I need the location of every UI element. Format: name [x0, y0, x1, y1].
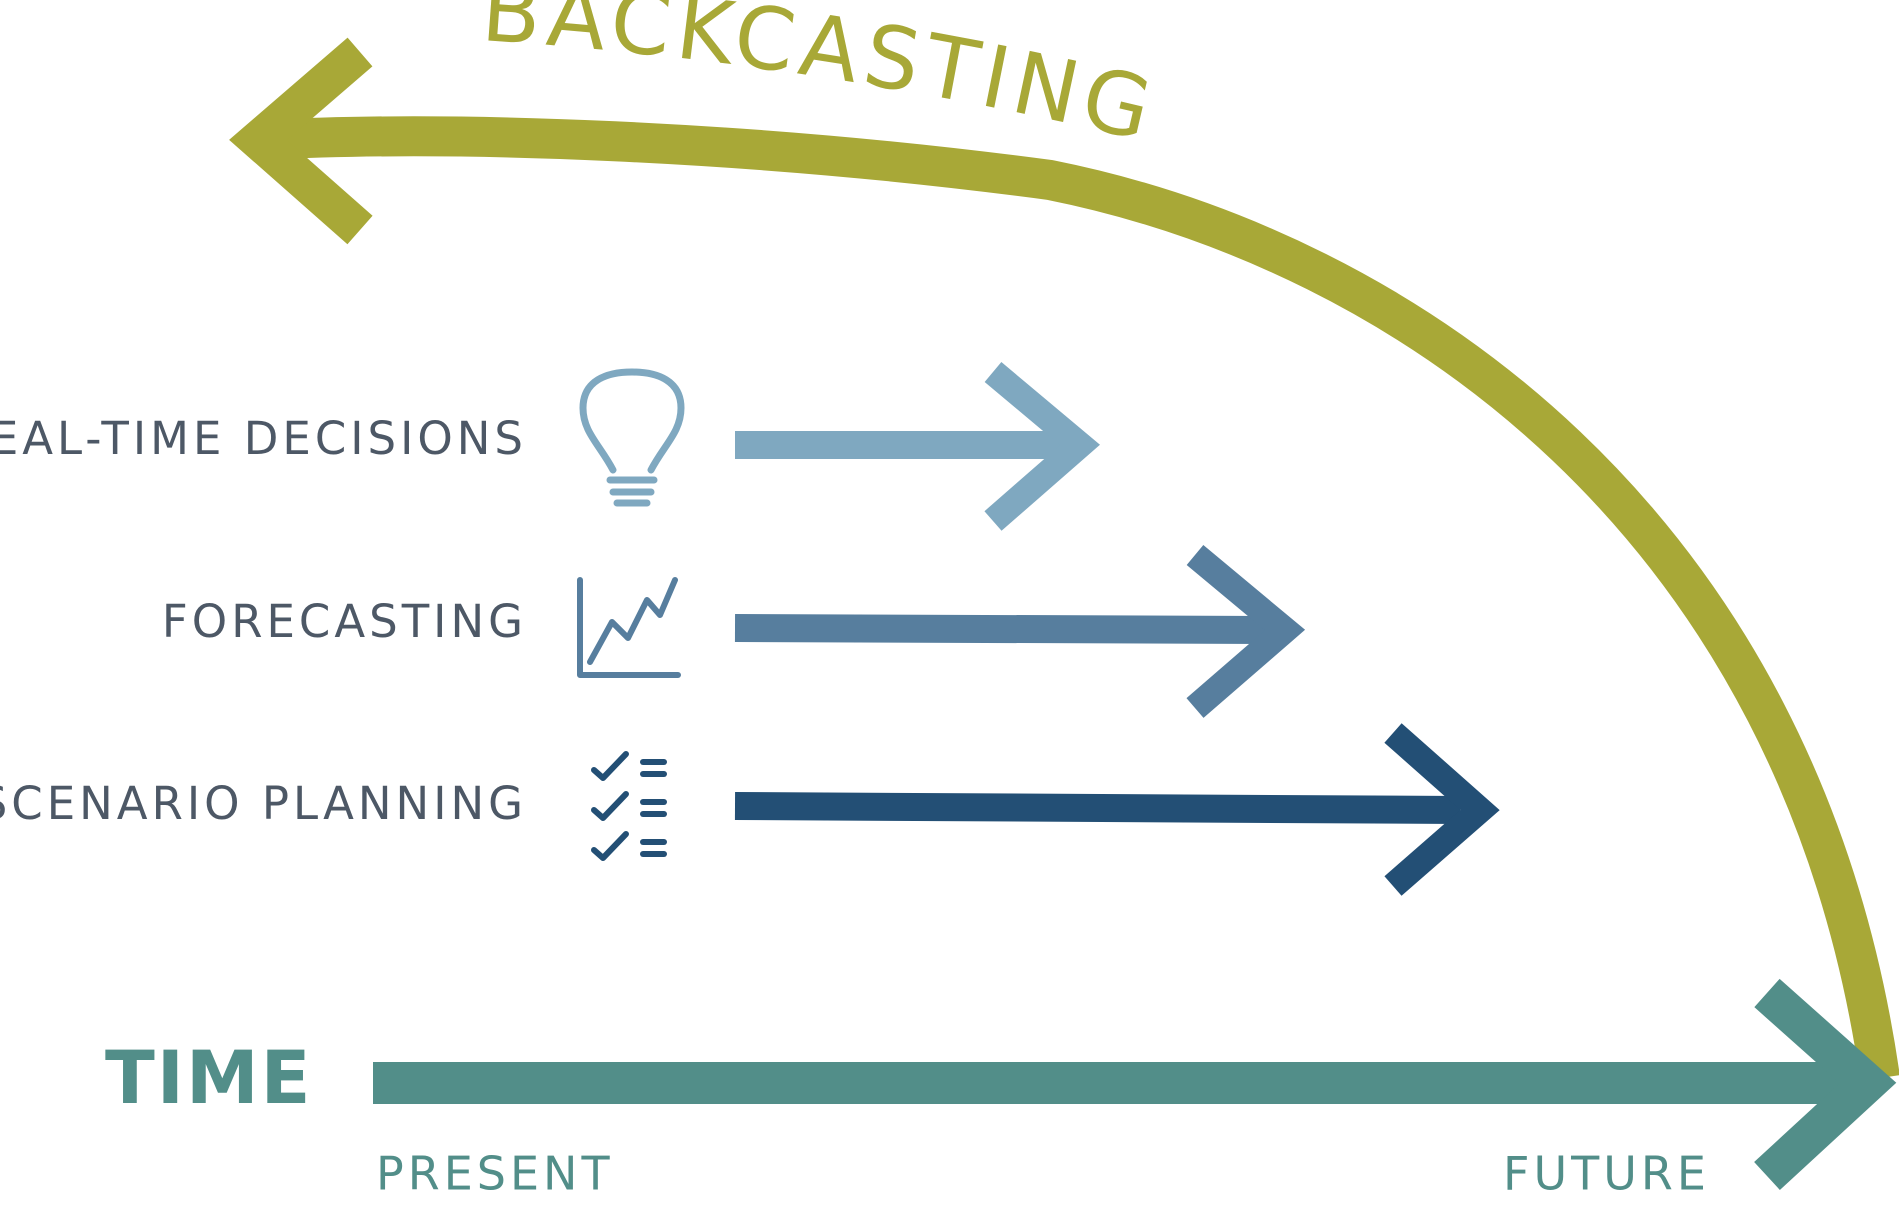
arrow-shaft-scenario-planning	[734, 792, 1461, 824]
row-label-scenario-planning: SCENARIO PLANNING	[0, 777, 527, 830]
time-axis-start-label: PRESENT	[376, 1147, 614, 1201]
time-axis-arrowhead	[1754, 978, 1897, 1190]
row-label-real-time-decisions: REAL-TIME DECISIONS	[0, 412, 527, 465]
time-axis-end-label: FUTURE	[1503, 1147, 1710, 1201]
arrow-shaft-forecasting	[734, 614, 1266, 644]
arrowhead-forecasting	[1186, 545, 1306, 718]
line-chart-icon	[577, 577, 681, 678]
arrowhead-scenario-planning	[1384, 723, 1500, 896]
time-axis: TIME PRESENT FUTURE	[105, 978, 1897, 1201]
backcasting-curve	[263, 116, 1899, 1081]
backcasting-arrowhead	[229, 37, 373, 245]
row-label-forecasting: FORECASTING	[162, 595, 527, 648]
row-forecasting: FORECASTING	[162, 545, 1306, 718]
row-scenario-planning: SCENARIO PLANNING	[0, 723, 1500, 896]
time-axis-label: TIME	[105, 1036, 312, 1121]
checklist-icon	[591, 751, 667, 861]
backcasting-arrow: BACKCASTING	[229, 0, 1899, 1081]
arrowhead-real-time-decisions	[984, 362, 1100, 531]
lightbulb-icon	[579, 368, 685, 507]
row-real-time-decisions: REAL-TIME DECISIONS	[0, 362, 1100, 531]
